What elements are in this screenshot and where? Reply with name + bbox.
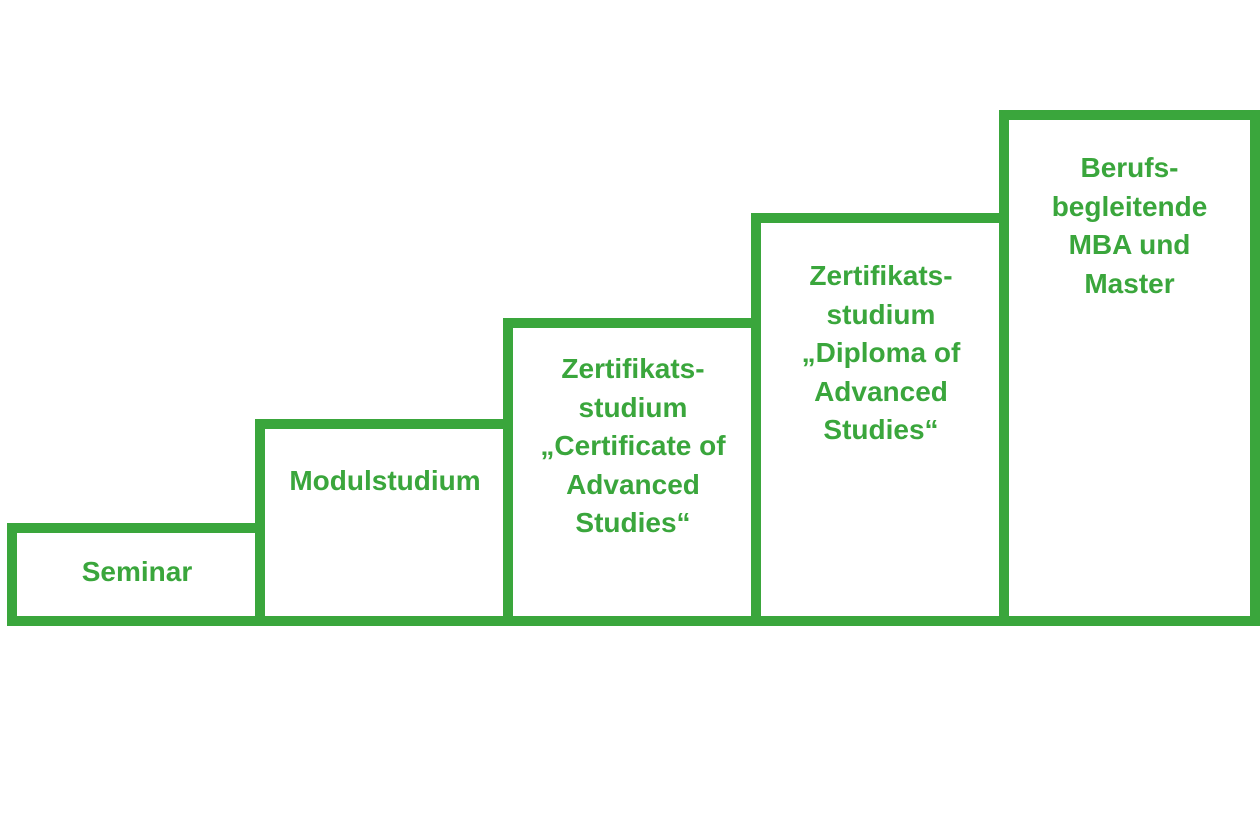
step-label-line: „Certificate of	[540, 430, 726, 461]
step-label-line: Modulstudium	[289, 465, 481, 496]
step-label: Berufs- begleitende MBA und Master	[1009, 120, 1250, 303]
step-label-line: studium	[578, 391, 688, 423]
step-label-line: Zertifikats-	[809, 260, 953, 291]
step-label-line: begleitende	[1051, 190, 1208, 222]
step-berufsbegleitende-mba-und-master: Berufs- begleitende MBA und Master	[999, 110, 1260, 626]
step-modulstudium: Modulstudium	[255, 419, 515, 626]
step-label-line: Studies“	[823, 414, 939, 445]
step-certificate-of-advanced-studies: Zertifikats- studium „Certificate of Adv…	[503, 318, 763, 626]
step-label: Modulstudium	[265, 429, 505, 501]
step-label-line: studium	[826, 298, 936, 330]
step-label-line: Advanced	[566, 468, 700, 500]
step-label-line: Studies“	[575, 507, 691, 538]
step-label-line: Master	[1084, 267, 1175, 299]
step-label-line: Zertifikats-	[561, 353, 705, 384]
step-label-line: Advanced	[814, 375, 948, 407]
step-seminar: Seminar	[7, 523, 267, 626]
step-label-line: „Diploma of	[801, 337, 961, 368]
step-label-line: MBA und	[1068, 229, 1191, 260]
step-label-line: Seminar	[81, 556, 193, 587]
step-label: Seminar	[17, 533, 257, 592]
step-diploma-of-advanced-studies: Zertifikats- studium „Diploma of Advance…	[751, 213, 1011, 626]
step-label-line: Berufs-	[1080, 152, 1179, 183]
step-label: Zertifikats- studium „Certificate of Adv…	[513, 328, 753, 543]
step-label: Zertifikats- studium „Diploma of Advance…	[761, 223, 1001, 450]
